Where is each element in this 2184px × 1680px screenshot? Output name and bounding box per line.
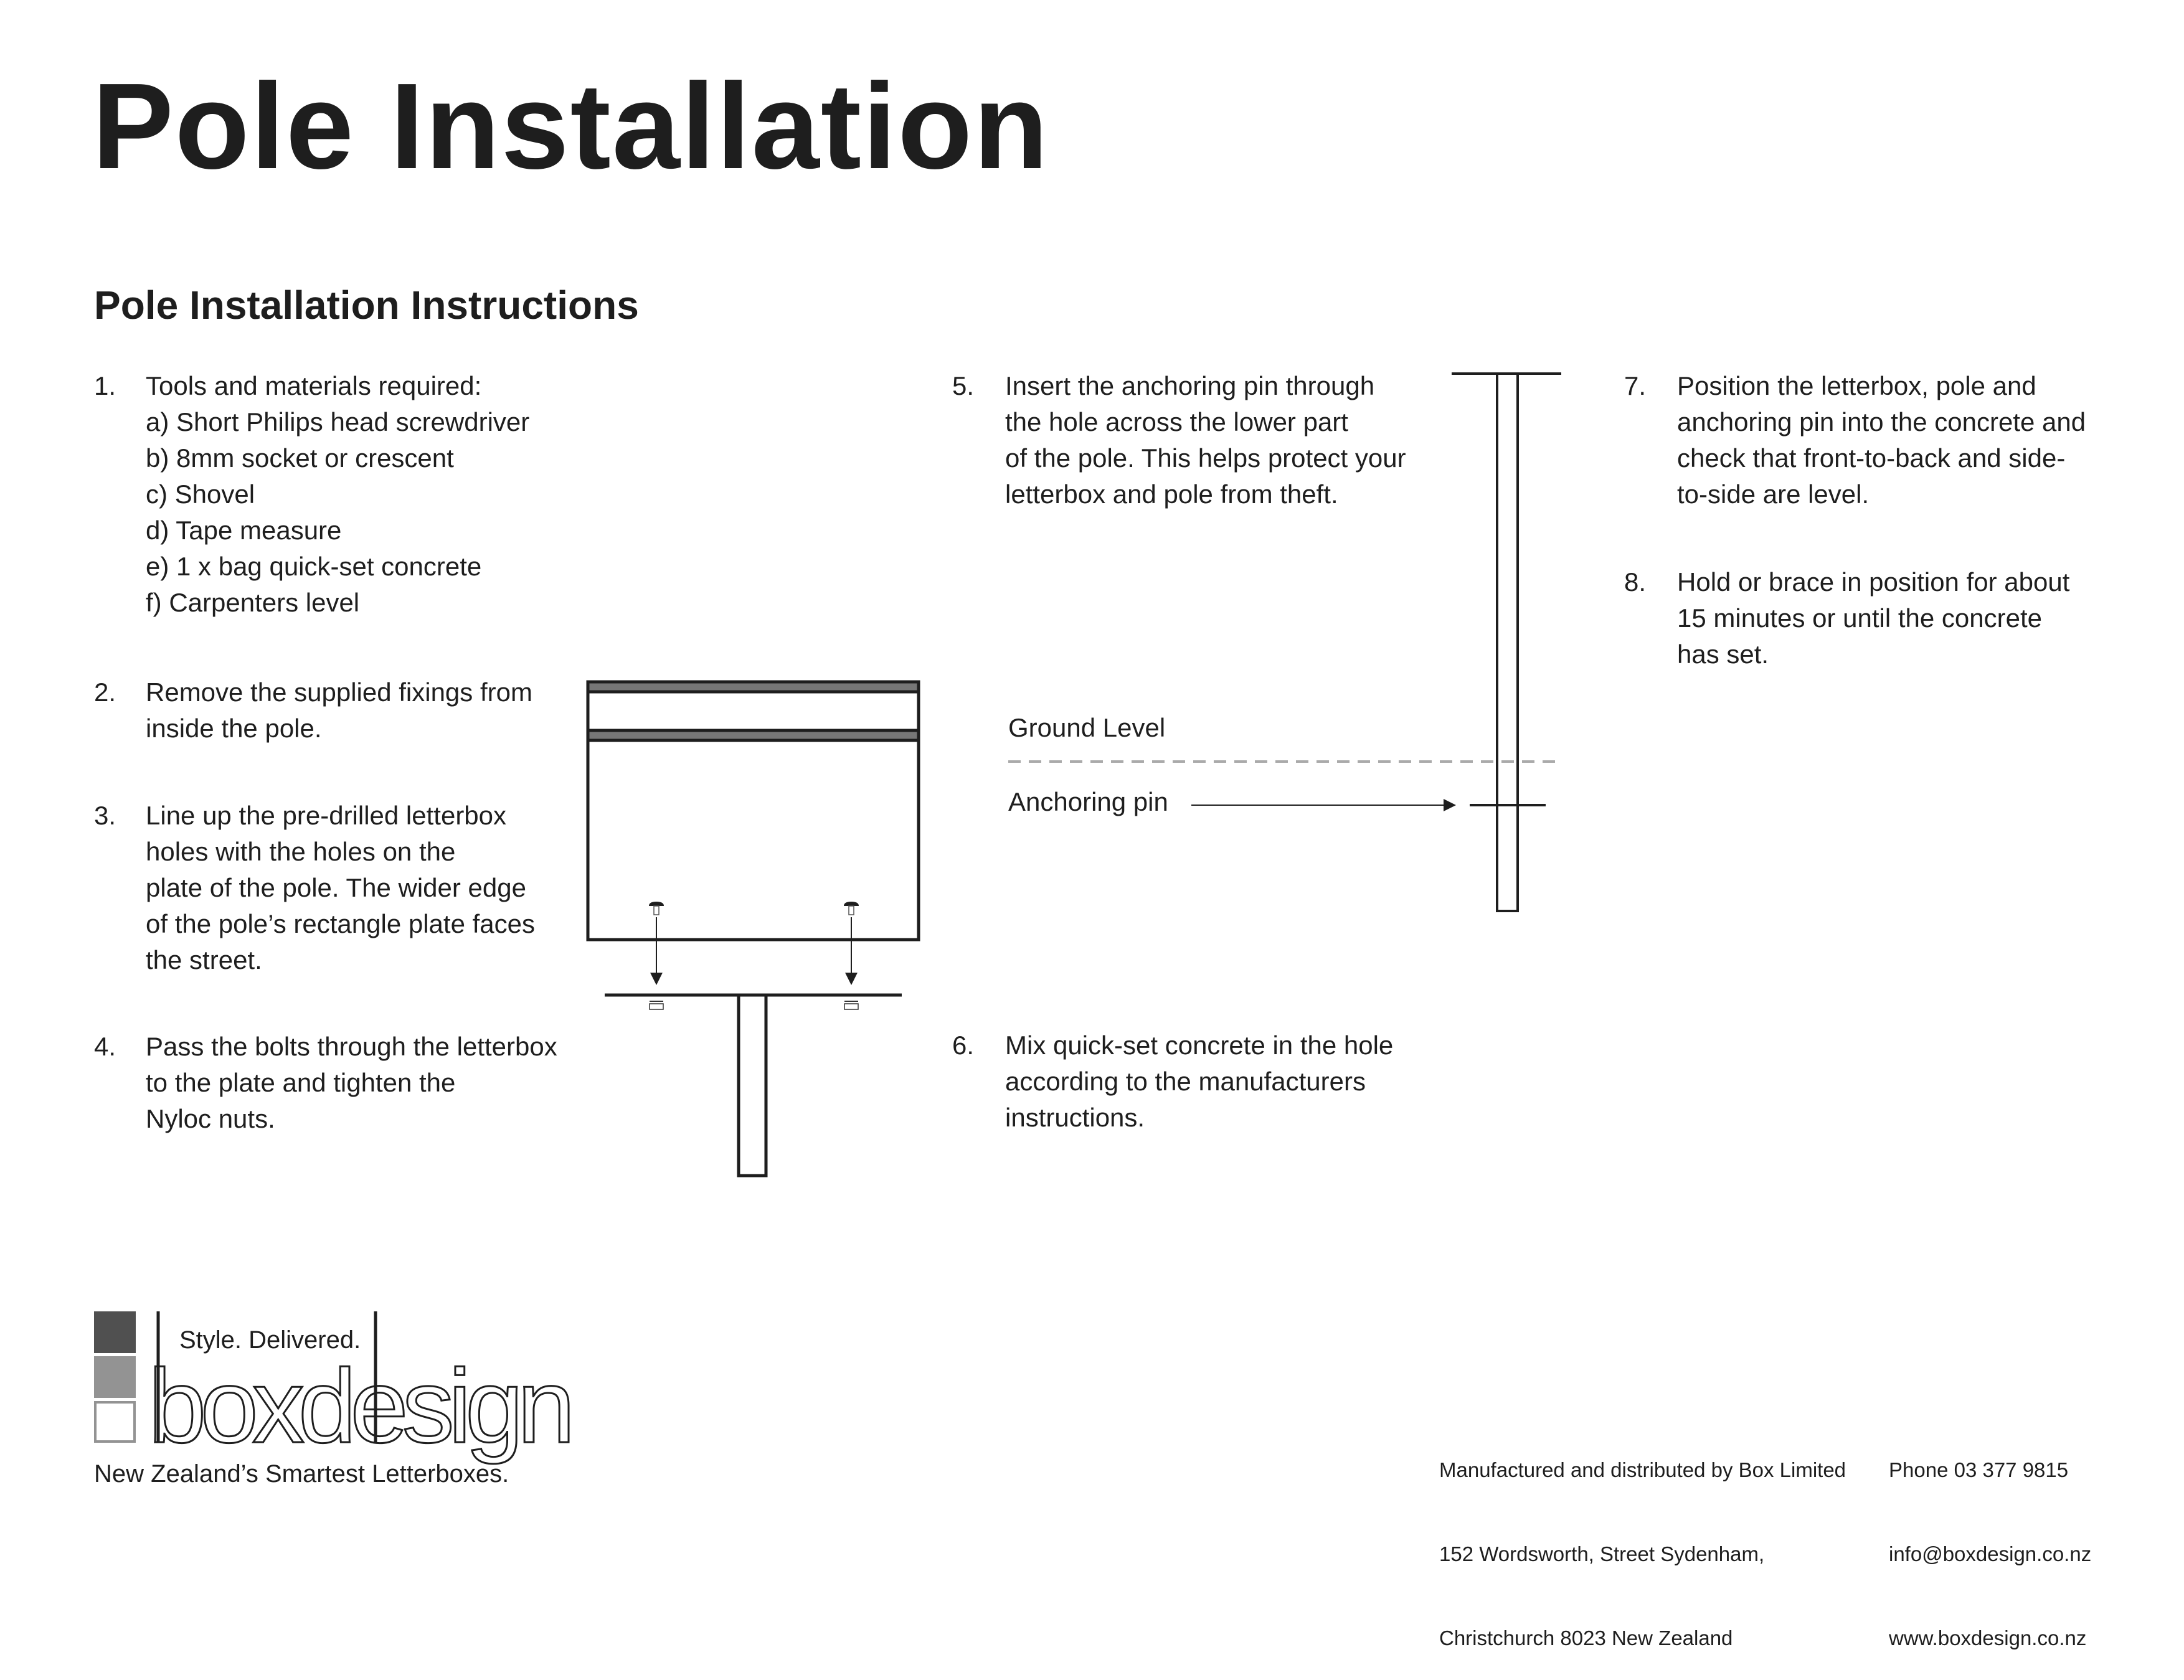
logo-square-mid [94, 1356, 136, 1398]
pole [737, 993, 768, 1177]
step-text: Tools and materials required: a) Short Ph… [146, 368, 529, 621]
step-line: the hole across the lower part [1005, 407, 1348, 437]
page-title: Pole Installation [92, 58, 1049, 194]
step-number: 8. [1624, 567, 1647, 597]
step-line: Mix quick-set concrete in the hole [1005, 1031, 1394, 1060]
boxdesign-logo: boxdesign [94, 1311, 576, 1466]
step-line: Hold or brace in position for about [1677, 567, 2070, 597]
letterbox-diagram [586, 680, 920, 1177]
step-number: 6. [952, 1031, 975, 1060]
step-line: of the pole’s rectangle plate faces [146, 909, 535, 938]
step-number: 4. [94, 1032, 116, 1061]
step-text: Insert the anchoring pin through the hole… [1005, 368, 1406, 512]
step-line: to the plate and tighten the [146, 1068, 456, 1097]
step-line: Line up the pre-drilled letterbox [146, 801, 507, 830]
letterbox-outline [586, 680, 920, 941]
ground-level-label: Ground Level [1008, 713, 1166, 742]
logo-square-light [94, 1401, 136, 1443]
logo-slogan: New Zealand’s Smartest Letterboxes. [94, 1460, 509, 1488]
step-line: Tools and materials required: [146, 371, 482, 400]
step-line: instructions. [1005, 1103, 1145, 1132]
step-line: e) 1 x bag quick-set concrete [146, 552, 482, 581]
bolt-right [844, 902, 859, 1010]
step-line: plate of the pole. The wider edge [146, 873, 526, 902]
step-number: 5. [952, 371, 975, 400]
step-number: 2. [94, 677, 116, 707]
diagrams: boxdesign [94, 372, 1561, 1466]
step-line: of the pole. This helps protect your [1005, 443, 1406, 473]
step-line: check that front-to-back and side- [1677, 443, 2066, 473]
address-line: Christchurch 8023 New Zealand [1439, 1626, 1733, 1649]
anchoring-pin-label: Anchoring pin [1008, 787, 1168, 816]
letterbox-band [586, 680, 920, 694]
step-line: 15 minutes or until the concrete [1677, 603, 2042, 633]
step-text: Pass the bolts through the letterbox to t… [146, 1029, 557, 1137]
pole-ground-diagram [1008, 372, 1561, 912]
step-line: Position the letterbox, pole and [1677, 371, 2036, 400]
step-text: Position the letterbox, pole and anchorin… [1677, 368, 2086, 512]
footer-address: Manufactured and distributed by Box Limi… [1439, 1400, 1846, 1680]
step-line: has set. [1677, 639, 1769, 669]
step-line: inside the pole. [146, 714, 322, 743]
logo-wordmark: boxdesign [148, 1347, 569, 1465]
step-line: according to the manufacturers [1005, 1067, 1366, 1096]
phone: Phone 03 377 9815 [1889, 1458, 2069, 1481]
step-number: 7. [1624, 371, 1647, 400]
logo-square-dark [94, 1311, 136, 1353]
letterbox-band [586, 729, 920, 742]
step-text: Remove the supplied fixings from inside t… [146, 674, 532, 747]
step-line: to-side are level. [1677, 479, 1870, 509]
logo-tagline: Style. Delivered. [179, 1326, 361, 1354]
step-text: Line up the pre-drilled letterbox holes w… [146, 798, 535, 978]
step-text: Hold or brace in position for about 15 mi… [1677, 564, 2069, 672]
step-line: a) Short Philips head screwdriver [146, 407, 530, 437]
website-link[interactable]: www.boxdesign.co.nz [1889, 1626, 2087, 1649]
step-line: holes with the holes on the [146, 837, 456, 866]
step-line: letterbox and pole from theft. [1005, 479, 1338, 509]
step-line: d) Tape measure [146, 516, 342, 545]
step-number: 3. [94, 801, 116, 830]
bolt-left [649, 902, 664, 1010]
step-text: Mix quick-set concrete in the hole accord… [1005, 1027, 1393, 1136]
step-number: 1. [94, 371, 116, 400]
step-line: anchoring pin into the concrete and [1677, 407, 2086, 437]
step-line: Remove the supplied fixings from [146, 677, 532, 707]
footer-contact: Phone 03 377 9815 info@boxdesign.co.nz w… [1889, 1400, 2091, 1680]
step-line: the street. [146, 945, 262, 974]
address-line: Manufactured and distributed by Box Limi… [1439, 1458, 1846, 1481]
section-title: Pole Installation Instructions [94, 283, 639, 328]
step-line: Pass the bolts through the letterbox [146, 1032, 557, 1061]
pole [1496, 372, 1519, 912]
step-line: c) Shovel [146, 479, 255, 509]
step-line: b) 8mm socket or crescent [146, 443, 454, 473]
step-line: f) Carpenters level [146, 588, 360, 617]
step-line: Insert the anchoring pin through [1005, 371, 1375, 400]
step-line: Nyloc nuts. [146, 1104, 275, 1133]
